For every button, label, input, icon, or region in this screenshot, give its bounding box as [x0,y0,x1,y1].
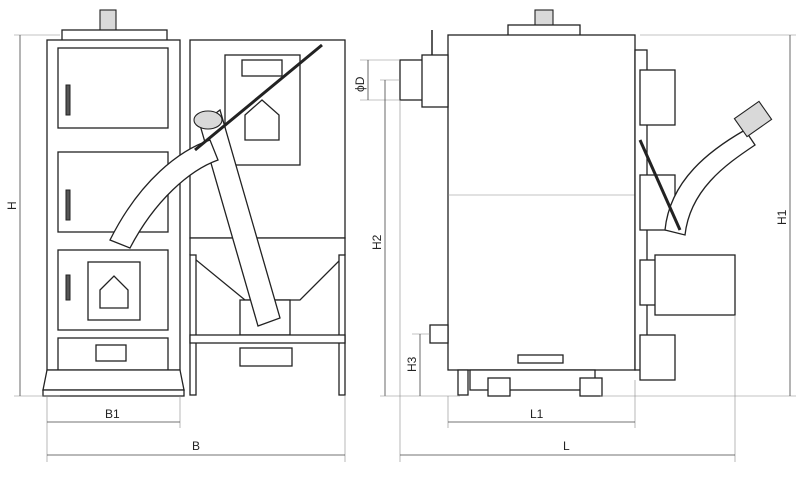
label-B: B [192,439,200,453]
burner-box [654,254,736,316]
front-view-hopper [109,39,346,396]
side-view-boiler [399,9,773,397]
dimension-lines [14,34,796,462]
label-B1: B1 [105,407,120,421]
label-L: L [563,439,570,453]
pellet-tube [664,129,756,236]
flame-logo-icon [99,275,129,309]
label-D: ϕD [353,76,367,92]
label-H: H [5,201,19,210]
dimension-labels: H B1 B ϕD H2 H3 L1 L H1 [5,76,789,453]
label-L1: L1 [530,407,544,421]
front-view-boiler [42,9,185,397]
label-H1: H1 [775,209,789,225]
label-H2: H2 [370,234,384,250]
label-H3: H3 [405,356,419,372]
